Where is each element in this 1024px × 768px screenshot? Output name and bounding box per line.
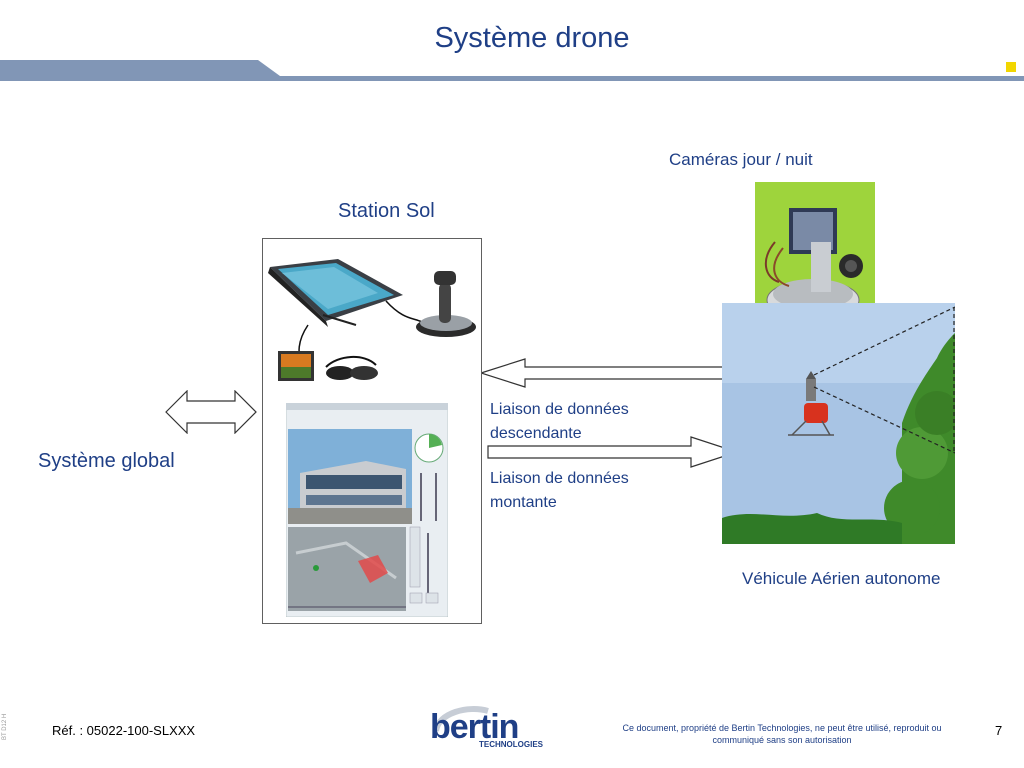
vehicle-label: Véhicule Aérien autonome [742,569,941,588]
slide-title: Système drone [434,22,630,54]
bertin-logo-swoosh [433,706,489,732]
autonomous-aerial-vehicle-image [722,303,955,544]
accent-square [1006,62,1016,72]
ground-station-software-image [286,403,448,617]
cameras-label: Caméras jour / nuit [669,150,813,169]
downlink-label: Liaison de données descendante [490,401,629,442]
side-code: BT D12 H [2,713,8,740]
page-number: 7 [995,723,1003,738]
uplink-label: Liaison de données montante [490,470,629,511]
uplink-arrow-icon [487,436,739,468]
bertin-logo-subtitle: TECHNOLOGIES [479,740,544,749]
station-label: Station Sol [338,200,435,222]
ground-station-equipment-image [268,259,476,381]
bertin-logo: bertin [430,708,519,746]
copyright-notice: Ce document, propriété de Bertin Technol… [622,723,942,745]
reference-text: Réf. : 05022-100-SLXXX [52,723,196,738]
downlink-arrow-icon [480,358,737,388]
global-system-label: Système global [38,450,175,472]
header-band [0,60,1024,81]
double-arrow-icon [165,390,257,434]
